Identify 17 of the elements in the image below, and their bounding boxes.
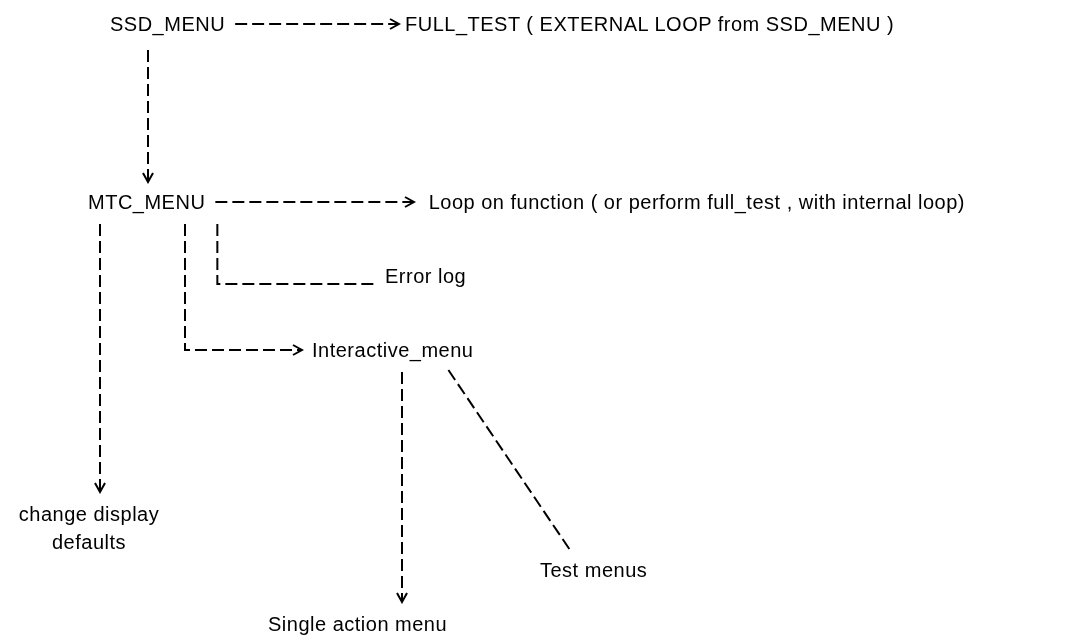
node-label: change display defaults (4, 500, 174, 556)
connector-line (447, 369, 571, 551)
arrow (234, 18, 400, 30)
arrow (184, 223, 303, 356)
node-label: FULL_TEST ( EXTERNAL LOOP from SSD_MENU ) (405, 10, 895, 38)
node-label: Error log (385, 262, 467, 290)
arrow (142, 49, 154, 183)
node-label: Single action menu (268, 610, 448, 638)
node-label: Loop on function ( or perform full_test , with internal loop) (420, 188, 965, 216)
node-label: SSD_MENU (110, 10, 226, 38)
arrow (214, 196, 415, 208)
arrow (396, 371, 408, 603)
arrow (94, 223, 106, 493)
node-label: Interactive_menu (312, 336, 474, 364)
node-label: Test menus (540, 556, 648, 584)
connector-line (216, 223, 376, 285)
node-label: MTC_MENU (88, 188, 206, 216)
